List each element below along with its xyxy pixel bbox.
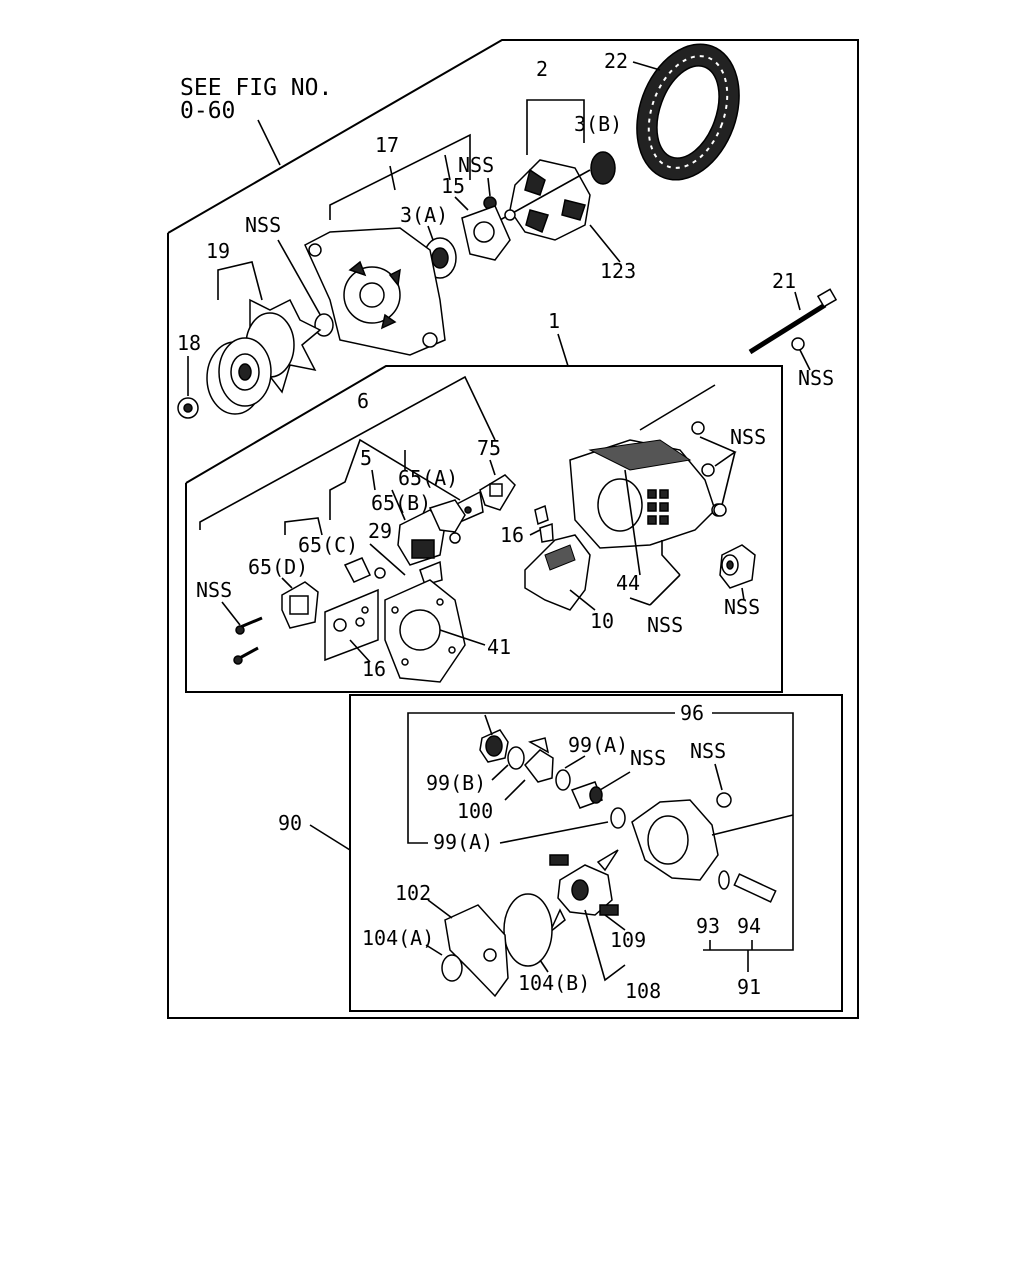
clip-16-upper xyxy=(534,504,554,543)
label-104b: 104(B) xyxy=(518,971,590,995)
regulator-assembly xyxy=(397,499,466,586)
label-21: 21 xyxy=(772,269,796,293)
oring-104a xyxy=(441,954,463,982)
ref-note-line1: SEE FIG NO. xyxy=(180,75,332,101)
label-41: 41 xyxy=(487,635,511,659)
label-17: 17 xyxy=(375,133,399,157)
stator-part xyxy=(636,43,740,181)
label-18: 18 xyxy=(177,331,201,355)
label-123: 123 xyxy=(600,259,636,283)
label-99b: 99(B) xyxy=(426,771,486,795)
label-10: 10 xyxy=(590,609,614,633)
label-65c: 65(C) xyxy=(298,533,358,557)
screw-set-left xyxy=(233,616,263,665)
nss-nut-3 xyxy=(713,503,727,517)
label-91: 91 xyxy=(737,975,761,999)
nss-nut-2 xyxy=(701,463,715,477)
pulley xyxy=(206,337,272,415)
label-nss-pump2: NSS xyxy=(690,739,726,763)
label-100: 100 xyxy=(457,799,493,823)
nss-screw-pump xyxy=(716,792,732,808)
label-19: 19 xyxy=(206,239,230,263)
bolt-nut-nss xyxy=(791,337,805,351)
label-5: 5 xyxy=(360,446,372,470)
label-nss-pump1: NSS xyxy=(630,746,666,770)
nipple-nss xyxy=(570,781,603,809)
label-44: 44 xyxy=(616,571,640,595)
label-90: 90 xyxy=(278,811,302,835)
label-nss-top: NSS xyxy=(458,153,494,177)
label-3b: 3(B) xyxy=(574,112,622,136)
front-housing xyxy=(304,227,446,356)
label-22: 22 xyxy=(604,49,628,73)
rear-frame-group-box xyxy=(185,365,783,693)
insulator-41 xyxy=(384,579,466,683)
cover-102 xyxy=(444,904,509,998)
label-nss-fan: NSS xyxy=(245,213,281,237)
label-nss-bolt: NSS xyxy=(798,366,834,390)
label-1: 1 xyxy=(548,309,560,333)
diode-block-65d xyxy=(281,581,319,629)
vacuum-pump-group-box xyxy=(349,694,843,1012)
rotor-part xyxy=(499,151,616,241)
pump-housing xyxy=(631,799,719,881)
rotor-108 xyxy=(549,849,619,933)
oring-99b xyxy=(507,746,525,770)
label-109: 109 xyxy=(610,928,646,952)
label-nss-bush: NSS xyxy=(724,595,760,619)
label-nss-lower: NSS xyxy=(647,613,683,637)
label-99a-bottom: 99(A) xyxy=(433,830,493,854)
label-108: 108 xyxy=(625,979,661,1003)
fitting-nss xyxy=(479,729,509,763)
label-65d: 65(D) xyxy=(248,555,308,579)
outer-frame xyxy=(167,39,859,1019)
label-16-upper: 16 xyxy=(500,523,524,547)
label-6: 6 xyxy=(357,389,369,413)
label-75: 75 xyxy=(477,436,501,460)
bushing-nss xyxy=(719,544,756,589)
label-99a-top: 99(A) xyxy=(568,733,628,757)
oring-99a-top xyxy=(555,769,571,791)
check-valve-100 xyxy=(524,737,554,783)
nss-nut-1 xyxy=(691,421,705,435)
label-29: 29 xyxy=(368,519,392,543)
label-93: 93 xyxy=(696,914,720,938)
washer-93 xyxy=(718,870,730,890)
label-16-lower: 16 xyxy=(362,657,386,681)
label-94: 94 xyxy=(737,914,761,938)
label-102: 102 xyxy=(395,881,431,905)
gasket-plate-15 xyxy=(461,205,511,261)
label-3a: 3(A) xyxy=(400,203,448,227)
ref-note-line2: 0-60 xyxy=(180,98,235,124)
brush-65c xyxy=(343,557,386,583)
oring-104b xyxy=(503,893,553,967)
rectifier-10 xyxy=(524,534,591,611)
label-96: 96 xyxy=(680,701,704,725)
label-104a: 104(A) xyxy=(362,926,434,950)
label-2: 2 xyxy=(536,57,548,81)
label-15: 15 xyxy=(441,174,465,198)
label-65a: 65(A) xyxy=(398,466,458,490)
rear-housing xyxy=(569,439,725,549)
label-nss-frame: NSS xyxy=(730,425,766,449)
label-nss-left: NSS xyxy=(196,578,232,602)
oring-99a-bottom xyxy=(610,807,626,829)
through-bolt-21 xyxy=(748,288,838,355)
terminal-kit-16 xyxy=(324,588,379,662)
pin-94 xyxy=(733,873,777,903)
